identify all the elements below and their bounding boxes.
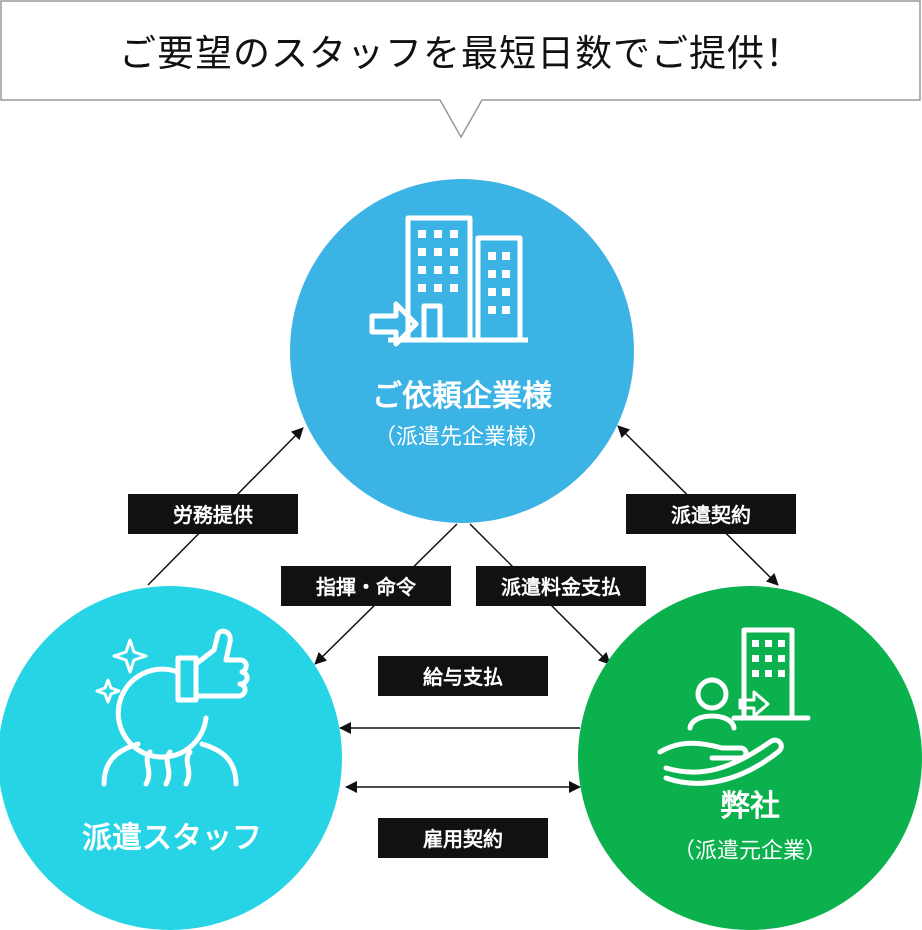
hand-person-building-icon [657,627,811,786]
dispatch-contract-tag: 派遣契約 [626,494,796,534]
company-subtitle: （派遣元企業） [673,839,827,864]
salary-tag: 給与支払 [378,656,548,696]
labor-tag: 労務提供 [128,494,298,534]
thumbs-up-staff-icon [95,628,250,787]
employment-label: 雇用契約 [423,827,503,851]
client-name: ご依頼企業様 [372,379,553,414]
buildings-icon [369,215,528,347]
command-label: 指揮・命令 [316,575,417,599]
dispatch-contract-label: 派遣契約 [671,503,751,527]
company-circle [578,586,922,930]
dispatch-fee-tag: 派遣料金支払 [476,566,646,606]
employment-tag: 雇用契約 [378,818,548,858]
page-title: ご要望のスタッフを最短日数でご提供！ [119,32,803,75]
dispatch-fee-label: 派遣料金支払 [501,575,621,599]
speech-bubble [0,0,921,139]
client-subtitle: （派遣先企業様） [374,425,550,450]
staff-name: 派遣スタッフ [82,821,262,856]
company-name: 弊社 [720,789,780,824]
labor-label: 労務提供 [173,503,253,527]
command-tag: 指揮・命令 [281,566,451,606]
salary-label: 給与支払 [423,665,503,689]
client-circle [290,179,634,523]
